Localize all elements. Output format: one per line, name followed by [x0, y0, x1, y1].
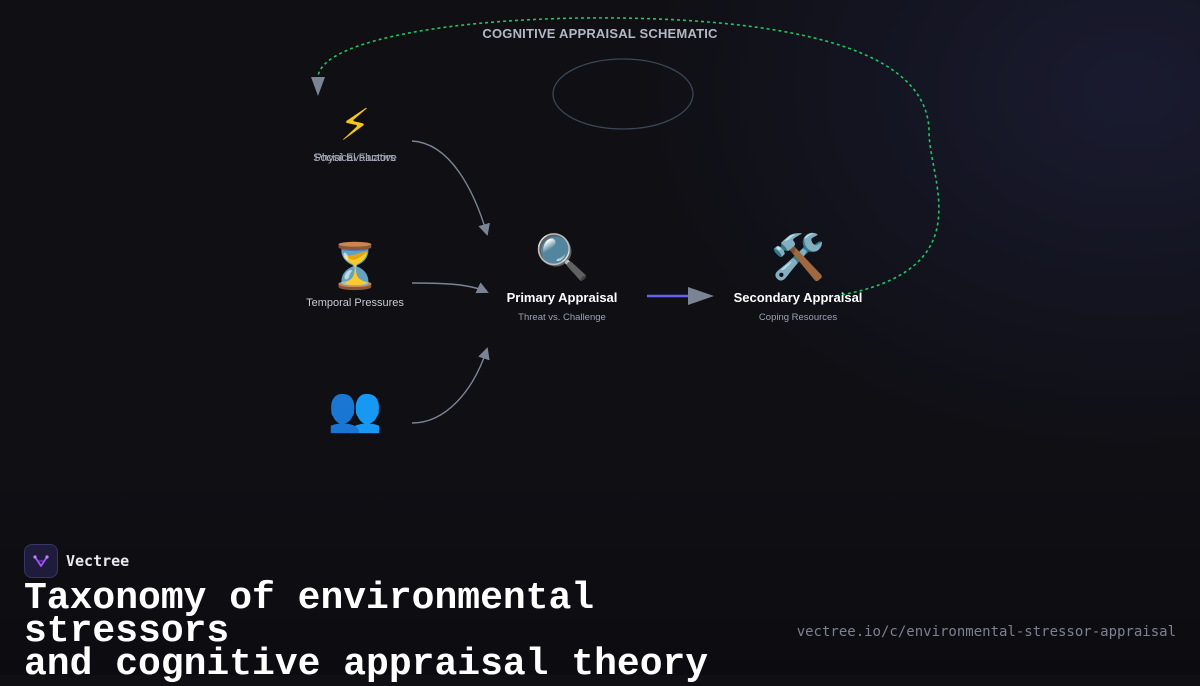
primary-appraisal-label: Primary Appraisal: [506, 290, 618, 305]
lightning-bolt-icon: ⚡: [339, 100, 371, 151]
appraisal-ellipse: [552, 58, 694, 130]
feedback-loop-path: [317, 17, 940, 297]
node-physical-factors: ⚡ Physical Factors Social Evaluative: [300, 100, 410, 166]
brand[interactable]: Vectree: [24, 544, 129, 578]
secondary-appraisal-label: Secondary Appraisal: [733, 290, 863, 305]
source-url[interactable]: vectree.io/c/environmental-stressor-appr…: [796, 624, 1176, 640]
connector-physical-to-primary: [411, 140, 490, 236]
feedback-loop-arrowhead: [311, 77, 325, 96]
node-primary-appraisal: 🔍 Primary Appraisal Threat vs. Challenge: [482, 232, 642, 323]
tools-icon: 🛠️: [770, 232, 826, 283]
secondary-appraisal-sub: Coping Resources: [758, 312, 838, 323]
node-temporal-pressures: ⏳ Temporal Pressures: [290, 241, 420, 309]
connector-temporal-to-primary: [411, 282, 489, 294]
diagram-title: COGNITIVE APPRAISAL SCHEMATIC: [482, 26, 718, 41]
page-title: Taxonomy of environmental stressors and …: [24, 580, 804, 684]
vectree-logo-icon: [24, 544, 58, 578]
node-secondary-appraisal: 🛠️ Secondary Appraisal Coping Resources: [713, 232, 883, 323]
social-evaluative-label: Social Evaluative: [313, 152, 397, 164]
connector-social-to-primary: [411, 347, 490, 424]
people-icon: 👥: [327, 384, 383, 435]
brand-name: Vectree: [66, 552, 130, 570]
hourglass-icon: ⏳: [327, 241, 383, 292]
node-social: 👥: [300, 384, 410, 436]
primary-appraisal-sub: Threat vs. Challenge: [518, 312, 606, 323]
overlapping-labels: Physical Factors Social Evaluative: [300, 152, 410, 166]
temporal-pressures-label: Temporal Pressures: [306, 297, 404, 309]
physical-factors-label: Physical Factors: [314, 152, 396, 164]
title-line-2: and cognitive appraisal theory: [24, 643, 709, 686]
primary-to-secondary-arrowhead: [688, 287, 714, 305]
magnifier-icon: 🔍: [534, 232, 590, 283]
title-line-1: Taxonomy of environmental stressors: [24, 577, 595, 653]
